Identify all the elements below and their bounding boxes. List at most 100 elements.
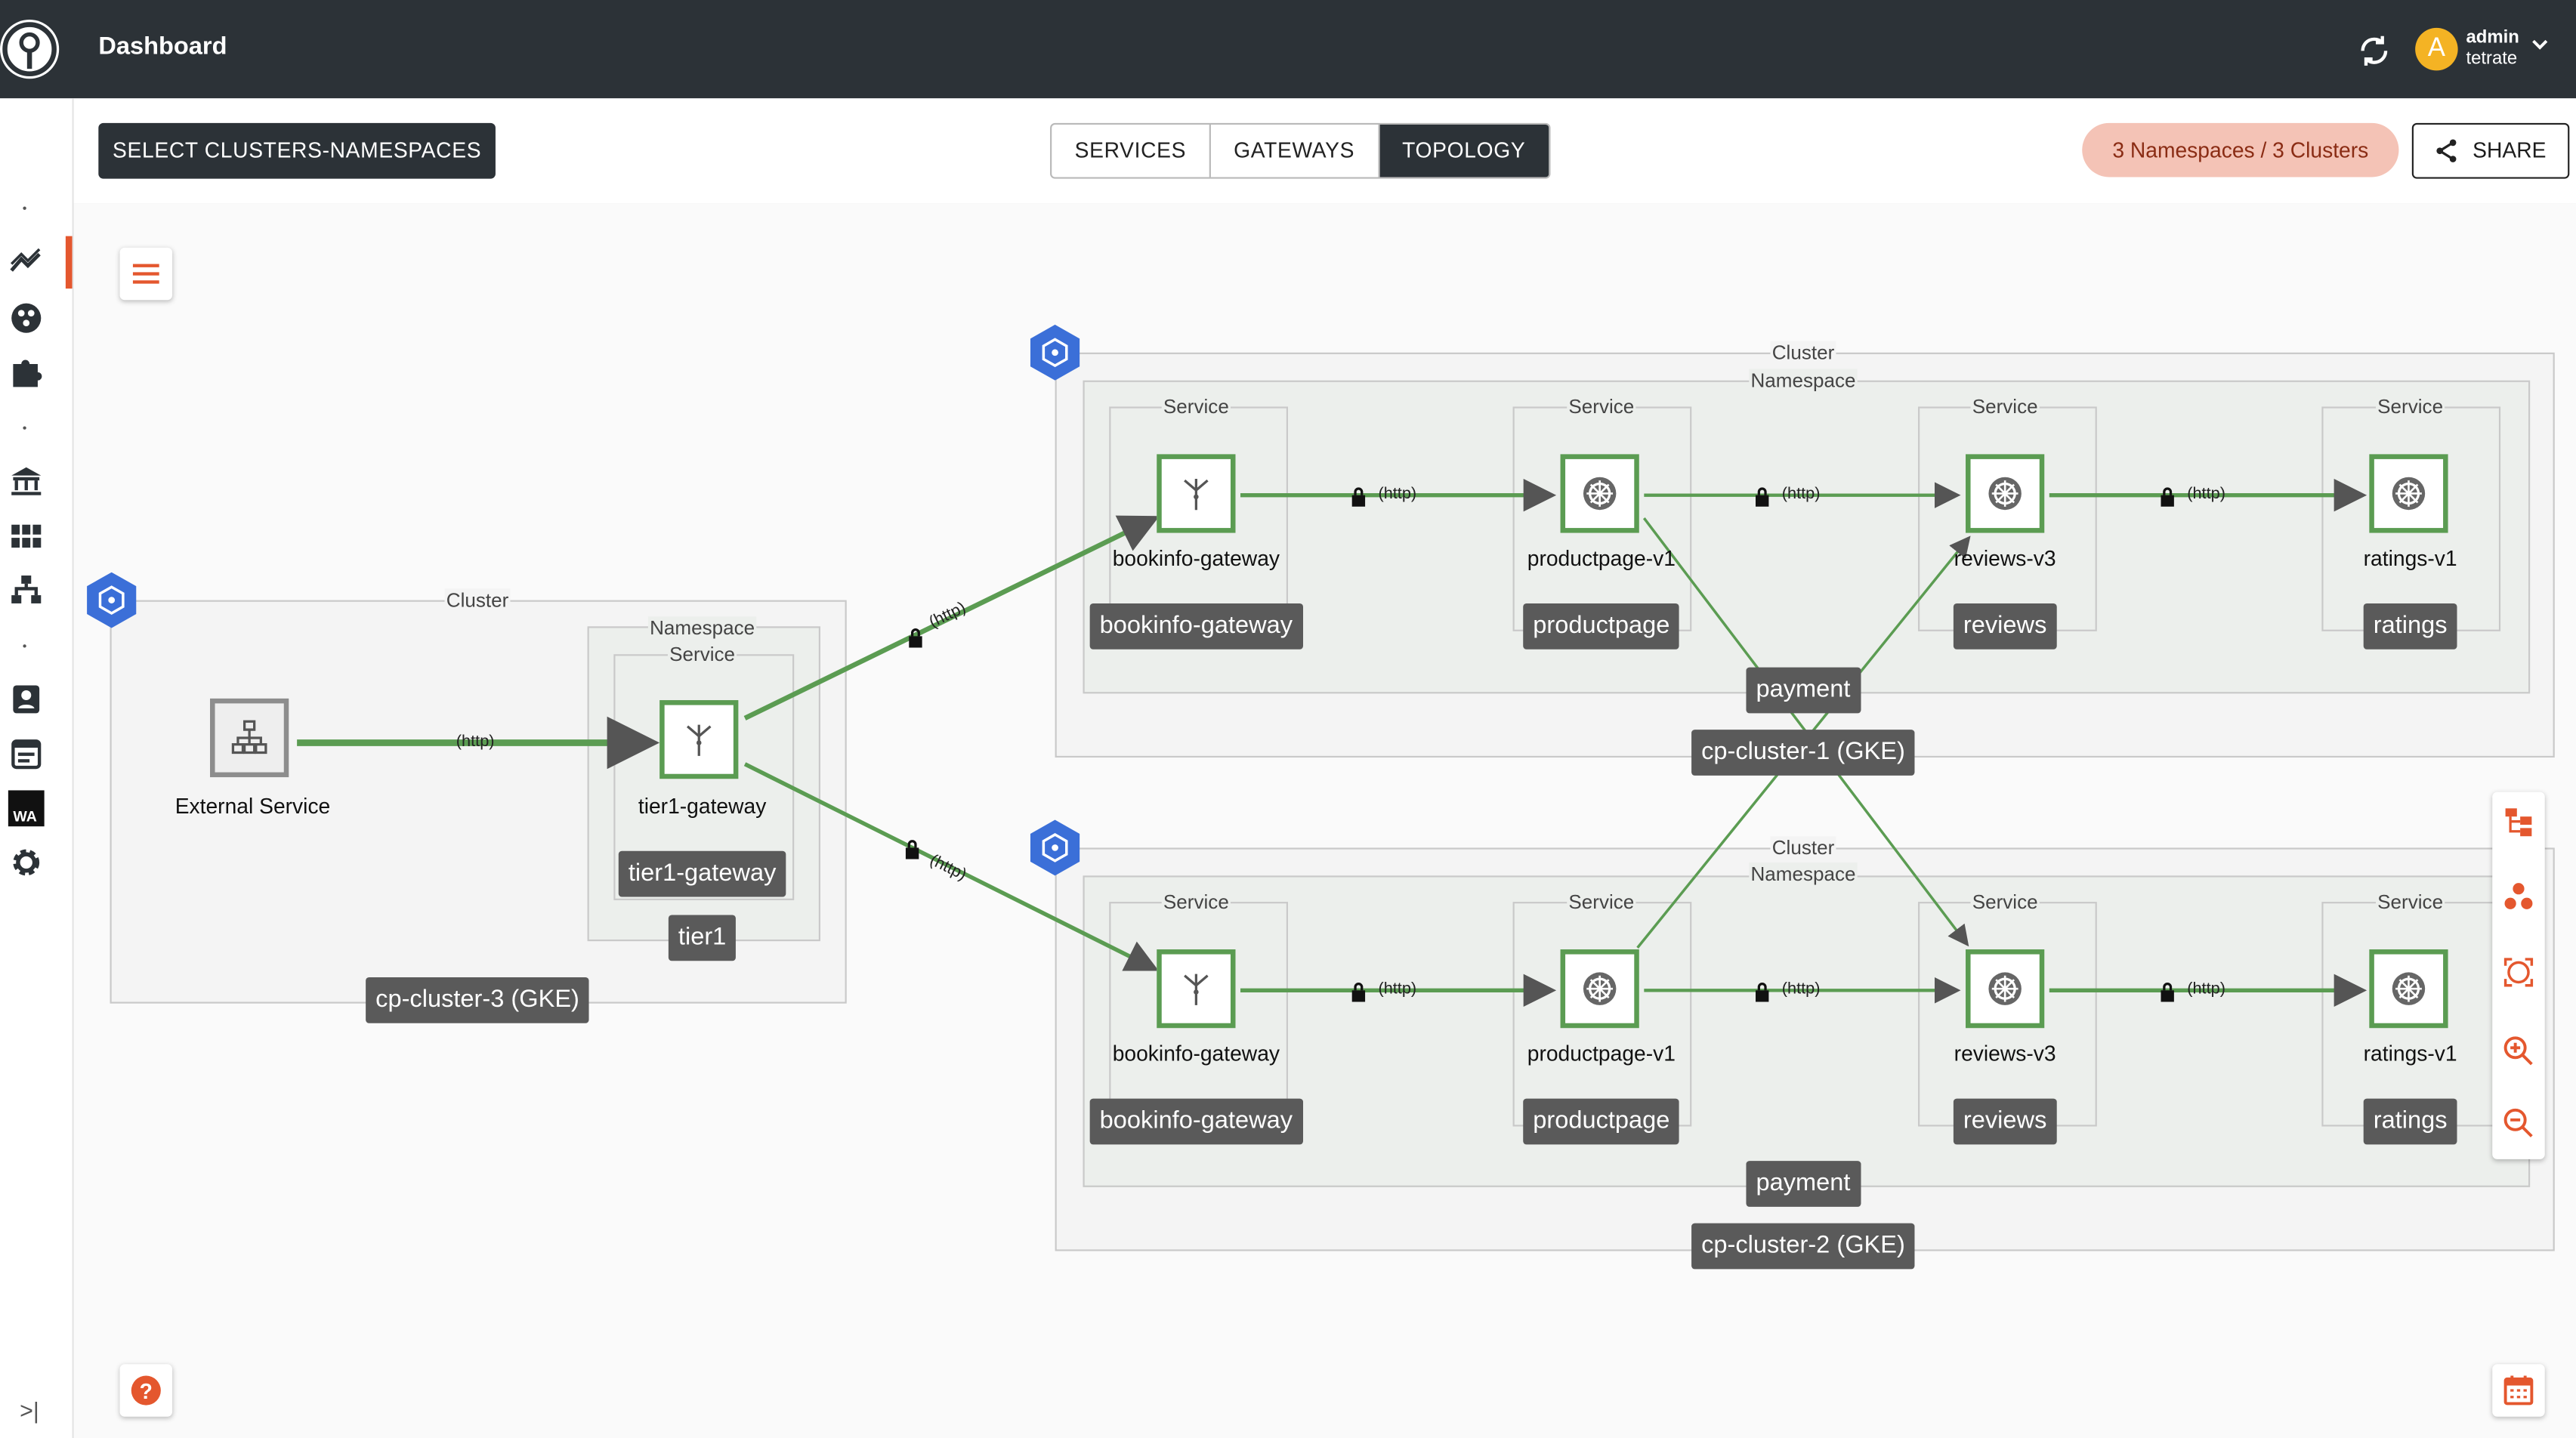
namespace-label: Namespace <box>647 616 757 640</box>
collapse-sidebar-icon[interactable]: >| <box>20 1396 39 1424</box>
badge-icon[interactable] <box>8 680 45 717</box>
lock-icon <box>1351 983 1366 1002</box>
top-bar <box>0 0 2576 99</box>
cluster-hex-icon[interactable] <box>1027 818 1083 877</box>
service-tag[interactable]: ratings <box>2363 603 2457 650</box>
lock-icon <box>909 628 922 648</box>
trending-icon[interactable] <box>8 244 45 280</box>
workload-node-reviews[interactable] <box>1966 949 2045 1029</box>
avatar[interactable]: A <box>2415 27 2458 71</box>
zoom-in-icon[interactable] <box>2492 1022 2545 1081</box>
workload-node-productpage[interactable] <box>1560 949 1639 1029</box>
cluster-tag[interactable]: cp-cluster-2 (GKE) <box>1691 1223 1915 1270</box>
tab-services[interactable]: SERVICES <box>1052 124 1211 177</box>
tab-gateways[interactable]: GATEWAYS <box>1211 124 1379 177</box>
lock-icon <box>2161 487 2174 507</box>
menu-icon[interactable] <box>119 247 173 301</box>
calendar-list-icon[interactable] <box>8 735 45 771</box>
hierarchy-icon <box>231 720 267 754</box>
lock-icon <box>1756 983 1769 1002</box>
lock-icon <box>1351 487 1366 507</box>
cluster-hex-icon[interactable] <box>84 571 140 630</box>
node-label: ratings-v1 <box>2363 545 2457 571</box>
settings-icon[interactable] <box>8 844 45 881</box>
gateway-node-tier1[interactable] <box>659 700 739 779</box>
chevron-down-icon[interactable] <box>2530 36 2550 53</box>
service-label: Service <box>1567 890 1636 914</box>
namespace-summary-badge[interactable]: 3 Namespaces / 3 Clusters <box>2082 122 2399 177</box>
layout-tree-icon[interactable] <box>2492 792 2545 851</box>
fit-to-screen-icon[interactable] <box>2492 943 2545 1001</box>
cluster-tag[interactable]: cp-cluster-1 (GKE) <box>1691 730 1915 776</box>
sync-icon[interactable] <box>2356 32 2392 69</box>
node-label: tier1-gateway <box>638 793 767 819</box>
node-label: ratings-v1 <box>2363 1041 2457 1066</box>
extensions-icon[interactable] <box>8 354 45 390</box>
help-icon[interactable]: ? <box>119 1364 173 1417</box>
hierarchy-icon[interactable] <box>8 572 45 609</box>
workload-node-productpage[interactable] <box>1560 454 1639 533</box>
gateway-icon <box>1184 478 1209 511</box>
wa-icon[interactable]: WA <box>8 790 45 827</box>
kubernetes-icon <box>2392 477 2426 511</box>
page-title: Dashboard <box>98 32 227 61</box>
tetrate-logo[interactable] <box>0 20 60 79</box>
service-tag[interactable]: productpage <box>1523 1098 1680 1145</box>
share-button[interactable]: SHARE <box>2411 122 2570 179</box>
service-tag[interactable]: reviews <box>1953 603 2057 650</box>
rail-divider <box>23 644 26 648</box>
left-rail: WA <box>0 98 74 1438</box>
cluster-hex-icon[interactable] <box>1027 323 1083 382</box>
service-tag[interactable]: reviews <box>1953 1098 2057 1145</box>
kubernetes-icon <box>2392 972 2426 1005</box>
service-label: Service <box>1567 395 1636 418</box>
namespace-tag[interactable]: payment <box>1746 667 1861 714</box>
select-clusters-button[interactable]: SELECT CLUSTERS-NAMESPACES <box>98 122 496 179</box>
node-label: bookinfo-gateway <box>1112 545 1280 571</box>
namespace-tag[interactable]: tier1 <box>668 915 737 961</box>
share-label: SHARE <box>2473 137 2547 162</box>
view-tabs: SERVICES GATEWAYS TOPOLOGY <box>1050 122 1550 179</box>
workload-node-reviews[interactable] <box>1966 454 2045 533</box>
bank-icon[interactable] <box>8 462 45 498</box>
service-tag[interactable]: bookinfo-gateway <box>1089 603 1303 650</box>
workload-node-ratings[interactable] <box>2369 949 2448 1029</box>
lock-icon <box>2161 983 2174 1002</box>
workload-node-ratings[interactable] <box>2369 454 2448 533</box>
gateway-icon <box>686 724 712 756</box>
lock-icon <box>905 840 919 859</box>
service-label: Service <box>1970 395 2040 418</box>
share-icon <box>2436 139 2457 162</box>
external-service-node[interactable] <box>210 698 289 778</box>
gateway-node-bookinfo[interactable] <box>1157 949 1236 1029</box>
service-label: Service <box>2376 890 2445 914</box>
cluster-label: Cluster <box>1770 341 1836 364</box>
edge-label: (http) <box>456 733 495 751</box>
svg-text:?: ? <box>140 1379 153 1403</box>
cluster-label: Cluster <box>444 588 511 612</box>
external-service-label: External Service <box>175 793 331 819</box>
calendar-icon[interactable] <box>2492 1364 2545 1417</box>
rail-divider <box>23 206 26 210</box>
edge-label: (http) <box>1781 485 1821 504</box>
cluster-label: Cluster <box>1770 836 1836 859</box>
edge-label: (http) <box>2187 980 2225 999</box>
mesh-icon[interactable] <box>8 300 45 336</box>
graph-controls <box>2492 792 2545 1159</box>
gateway-node-bookinfo[interactable] <box>1157 454 1236 533</box>
zoom-out-icon[interactable] <box>2492 1094 2545 1153</box>
service-tag[interactable]: productpage <box>1523 603 1680 650</box>
node-label: bookinfo-gateway <box>1112 1041 1280 1066</box>
user-org[interactable]: tetrate <box>2466 49 2518 69</box>
grid-icon[interactable] <box>8 518 45 554</box>
service-tag[interactable]: ratings <box>2363 1098 2457 1145</box>
service-tag[interactable]: tier1-gateway <box>618 850 786 897</box>
layout-cluster-icon[interactable] <box>2492 867 2545 926</box>
namespace-box-payment <box>1083 380 2531 694</box>
namespace-tag[interactable]: payment <box>1746 1161 1861 1207</box>
namespace-label: Namespace <box>1749 862 1858 886</box>
tab-topology[interactable]: TOPOLOGY <box>1379 124 1549 177</box>
service-tag[interactable]: bookinfo-gateway <box>1089 1098 1303 1145</box>
cluster-tag[interactable]: cp-cluster-3 (GKE) <box>366 977 589 1023</box>
user-name[interactable]: admin <box>2466 27 2519 48</box>
